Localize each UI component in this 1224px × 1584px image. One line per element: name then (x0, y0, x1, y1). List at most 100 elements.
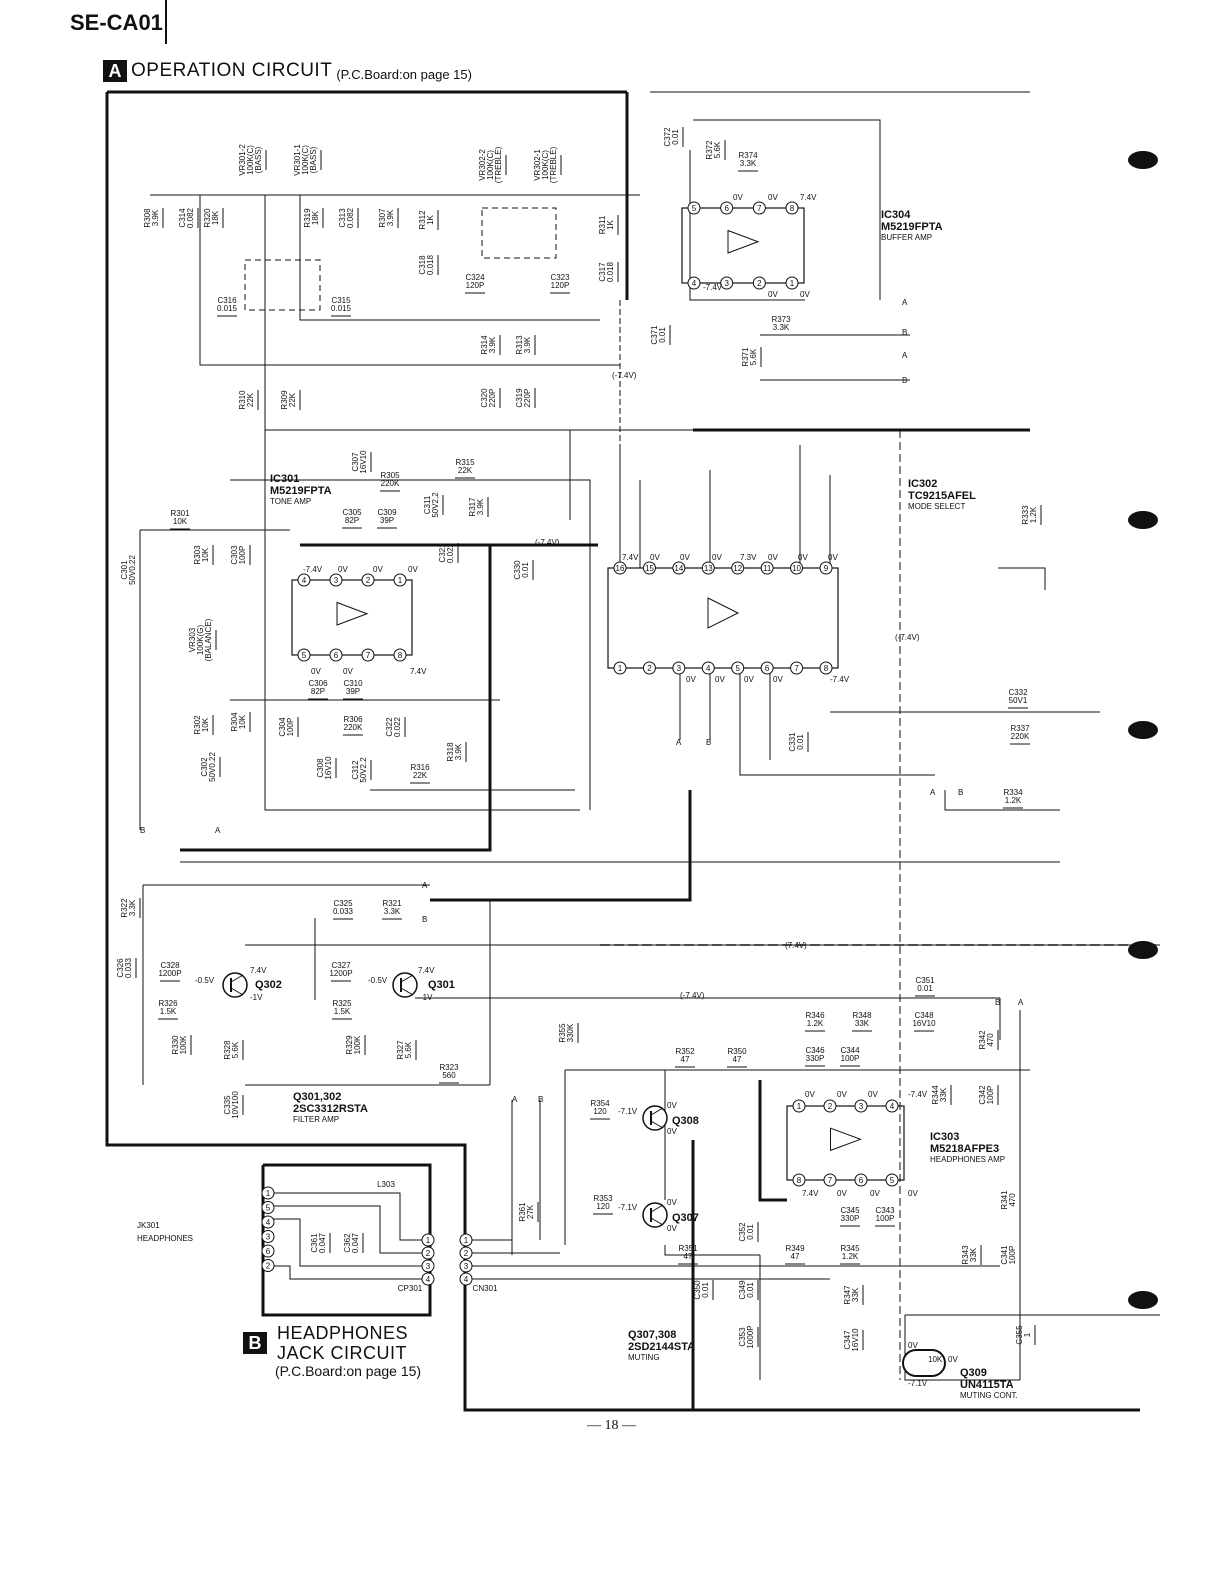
component-ref: R342 (978, 1030, 987, 1050)
component-value: 16V10 (851, 1328, 860, 1352)
component-ref: R306 (343, 715, 363, 724)
component-ref: C325 (333, 899, 353, 908)
section-b-name-2: JACK CIRCUIT (277, 1343, 408, 1363)
voltage-label: 0V (805, 1090, 815, 1099)
voltage-label: -1V (250, 993, 263, 1002)
component-value: 220P (488, 389, 497, 408)
component-value: 220K (381, 479, 400, 488)
component-ref: R315 (455, 458, 475, 467)
pin-number: 4 (302, 576, 307, 585)
section-a-title: A OPERATION CIRCUIT (P.C.Board:on page 1… (103, 60, 472, 82)
component-value: 1K (606, 219, 615, 229)
block-function: MUTING (628, 1353, 660, 1362)
cn301-pin: 1 (459, 1233, 473, 1247)
voltage-label: 0V (744, 675, 754, 684)
component-ref: C346 (805, 1046, 825, 1055)
component-value: 0.01 (671, 129, 680, 145)
component-ref: R333 (1021, 505, 1030, 525)
component-value: 82P (345, 516, 359, 525)
component-value: 1.2K (807, 1019, 824, 1028)
component-ref: R303 (193, 545, 202, 565)
voltage-label: 0V (768, 290, 778, 299)
svg-text:2: 2 (426, 1249, 431, 1258)
component-value: 0.082 (186, 207, 195, 228)
component-ref: R317 (468, 497, 477, 517)
component-ref: R320 (203, 208, 212, 228)
signal-label: B (958, 788, 963, 797)
svg-text:5: 5 (266, 1204, 271, 1213)
svg-text:4: 4 (464, 1275, 469, 1284)
component-ref: VR302-1 (533, 149, 542, 181)
component-value: 5.6K (231, 1041, 240, 1058)
component-ref: R355 (558, 1023, 567, 1043)
voltage-label: 7.4V (250, 966, 267, 975)
component-value: (BALANCE) (204, 618, 213, 661)
component-value: 16V10 (912, 1019, 936, 1028)
voltage-label: -7.1V (618, 1107, 638, 1116)
voltage-label: 0V (667, 1127, 677, 1136)
component-value: 220K (1011, 732, 1030, 741)
component-value: 10K (201, 547, 210, 562)
component-value: 33K (939, 1087, 948, 1102)
pin-number: 3 (724, 279, 729, 288)
component-ref: R330 (171, 1035, 180, 1055)
voltage-label: 7.4V (800, 193, 817, 202)
cn301-pin: 2 (459, 1246, 473, 1260)
component-value: 1.2K (1005, 796, 1022, 805)
pin-number: 7 (757, 204, 762, 213)
transistor-label: Q302 (255, 979, 282, 991)
block-function: HEADPHONES AMP (930, 1155, 1005, 1164)
registration-mark (1128, 511, 1158, 529)
component-value: 18K (211, 210, 220, 225)
component-value: 0.01 (917, 984, 933, 993)
pin-number: 6 (859, 1176, 864, 1185)
component-value: 470 (986, 1033, 995, 1047)
pin-number: 3 (677, 664, 682, 673)
component-ref: R313 (515, 335, 524, 355)
voltage-label: -0.5V (368, 976, 388, 985)
voltage-label: 0V (948, 1355, 958, 1364)
component-ref: R353 (593, 1194, 613, 1203)
pin-number: 7 (366, 651, 371, 660)
signal-label: A (1018, 998, 1024, 1007)
voltage-label: 0V (768, 553, 778, 562)
connector-jack-name: HEADPHONES (137, 1234, 193, 1243)
component-ref: C323 (550, 273, 570, 282)
component-value: 1.2K (1029, 506, 1038, 523)
component-value: 120P (551, 281, 570, 290)
voltage-label: 7.3V (740, 553, 757, 562)
component-ref: VR302-2 (478, 149, 487, 181)
component-value: 1200P (158, 969, 181, 978)
component-value: 120P (466, 281, 485, 290)
component-ref: C318 (418, 255, 427, 275)
component-ref: C302 (200, 757, 209, 777)
voltage-label: 0V (680, 553, 690, 562)
component-value: 100K(C) (301, 145, 310, 175)
pin-number: 1 (618, 664, 623, 673)
component-ref: C316 (217, 296, 237, 305)
component-ref: R310 (238, 390, 247, 410)
component-ref: C301 (120, 560, 129, 580)
component-value: 100P (238, 546, 247, 565)
